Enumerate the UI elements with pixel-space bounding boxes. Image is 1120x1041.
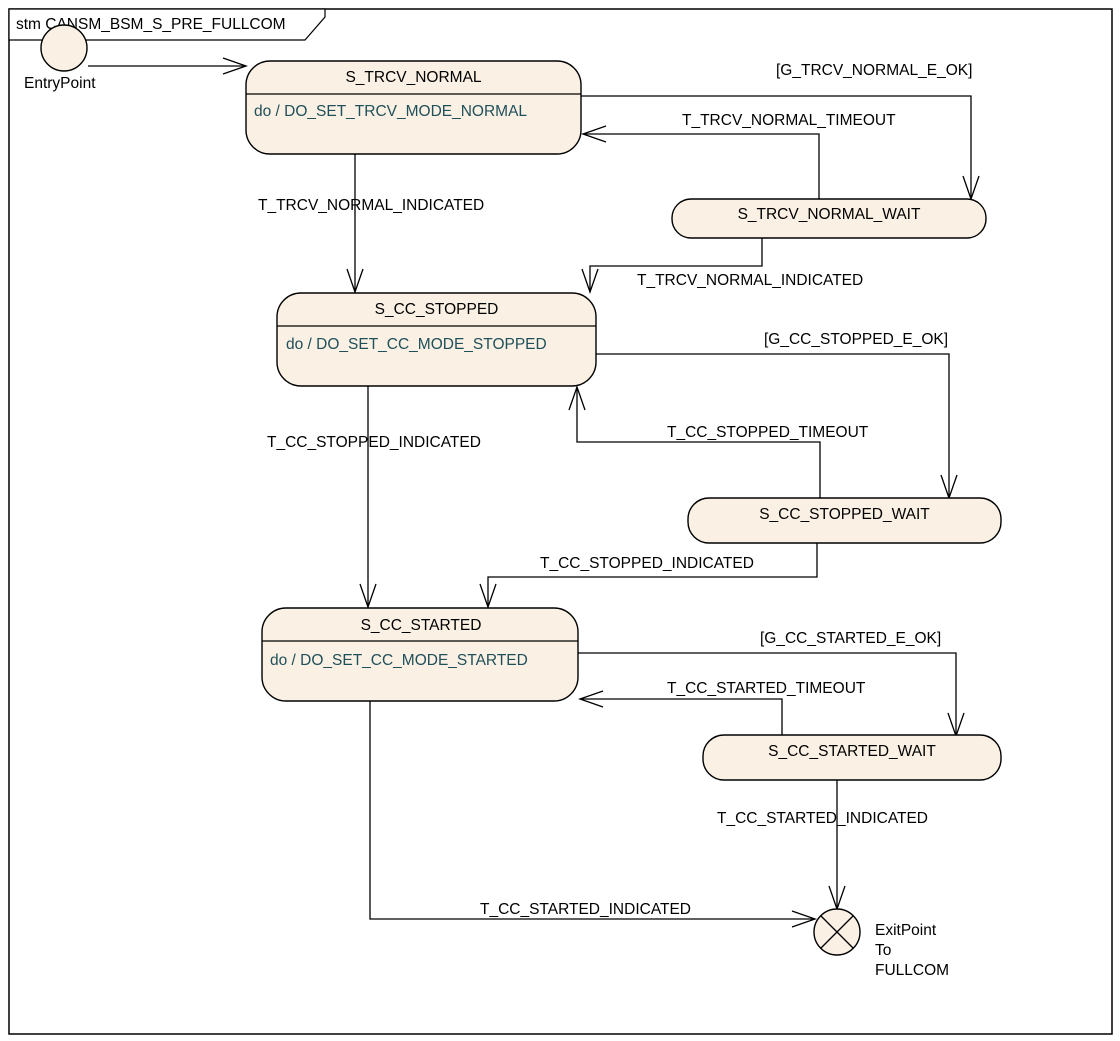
edge-g-cc-stopped-e-ok: [596, 353, 950, 498]
state-name: S_CC_STARTED_WAIT: [768, 743, 936, 760]
frame-title: stm CANSM_BSM_S_PRE_FULLCOM: [16, 16, 286, 33]
state-name: S_CC_STOPPED_WAIT: [759, 506, 930, 523]
state-name: S_CC_STOPPED: [375, 301, 499, 318]
state-s-cc-started[interactable]: S_CC_STARTED do / DO_SET_CC_MODE_STARTED: [261, 607, 579, 702]
label-t-trcv-normal-indicated: T_TRCV_NORMAL_INDICATED: [258, 197, 484, 214]
arrowhead: [578, 690, 604, 708]
arrowhead: [581, 125, 607, 143]
label-t-cc-started-indicated-wait: T_CC_STARTED_INDICATED: [717, 810, 928, 827]
label-g-cc-stopped-e-ok: [G_CC_STOPPED_E_OK]: [764, 331, 948, 348]
exit-point-label-line-2: To: [875, 942, 891, 959]
label-t-trcv-normal-timeout: T_TRCV_NORMAL_TIMEOUT: [682, 112, 896, 129]
entry-point-label: EntryPoint: [24, 75, 96, 92]
frame-title-tab: [8, 8, 326, 41]
state-activity: do / DO_SET_TRCV_MODE_NORMAL: [254, 103, 527, 120]
state-name: S_TRCV_NORMAL: [345, 69, 481, 86]
edge-t-trcv-normal-timeout: [583, 133, 820, 199]
exit-point[interactable]: [813, 908, 861, 956]
state-box: [245, 60, 582, 155]
edge-g-trcv-normal-e-ok: [581, 95, 972, 199]
arrowhead: [791, 910, 817, 928]
label-t-cc-started-timeout: T_CC_STARTED_TIMEOUT: [667, 680, 866, 697]
arrowhead: [346, 268, 364, 294]
state-s-trcv-normal[interactable]: S_TRCV_NORMAL do / DO_SET_TRCV_MODE_NORM…: [245, 60, 582, 155]
state-box: [687, 497, 1002, 544]
label-g-cc-started-e-ok: [G_CC_STARTED_E_OK]: [760, 630, 941, 647]
state-s-cc-started-wait[interactable]: S_CC_STARTED_WAIT: [702, 734, 1002, 781]
label-t-cc-stopped-indicated-wait: T_CC_STOPPED_INDICATED: [540, 555, 754, 572]
state-s-trcv-normal-wait[interactable]: S_TRCV_NORMAL_WAIT: [671, 198, 987, 239]
state-activity: do / DO_SET_CC_MODE_STARTED: [270, 652, 528, 669]
exit-cross-line: [820, 915, 854, 949]
state-s-cc-stopped[interactable]: S_CC_STOPPED do / DO_SET_CC_MODE_STOPPED: [276, 292, 597, 387]
state-s-cc-stopped-wait[interactable]: S_CC_STOPPED_WAIT: [687, 497, 1002, 544]
edge-t-trcv-normal-indicated-wait: [589, 238, 763, 292]
state-name: S_TRCV_NORMAL_WAIT: [738, 206, 921, 223]
edge-t-cc-stopped-timeout: [576, 387, 821, 498]
arrowhead: [479, 583, 497, 609]
arrowhead: [222, 57, 248, 75]
state-box: [702, 734, 1002, 781]
exit-point-label-line-3: FULLCOM: [875, 962, 949, 979]
state-activity: do / DO_SET_CC_MODE_STOPPED: [286, 336, 547, 353]
label-t-trcv-normal-indicated-wait: T_TRCV_NORMAL_INDICATED: [637, 272, 863, 289]
entry-point[interactable]: [40, 24, 88, 72]
label-g-trcv-normal-e-ok: [G_TRCV_NORMAL_E_OK]: [776, 62, 972, 79]
exit-point-label-line-1: ExitPoint: [875, 922, 937, 939]
transition-edges: [88, 57, 980, 928]
state-box: [671, 198, 987, 239]
edge-g-cc-started-e-ok: [578, 652, 957, 736]
edge-t-cc-stopped-indicated-wait: [487, 543, 818, 607]
label-t-cc-stopped-indicated: T_CC_STOPPED_INDICATED: [267, 434, 481, 451]
arrowhead: [581, 268, 599, 294]
label-t-cc-stopped-timeout: T_CC_STOPPED_TIMEOUT: [667, 424, 869, 441]
state-name: S_CC_STARTED: [361, 617, 482, 634]
transition-labels: [G_TRCV_NORMAL_E_OK] T_TRCV_NORMAL_TIMEO…: [258, 62, 972, 918]
arrowhead: [359, 583, 377, 609]
state-box: [276, 292, 597, 387]
arrowhead: [568, 385, 586, 411]
label-t-cc-started-indicated: T_CC_STARTED_INDICATED: [480, 901, 691, 918]
edge-t-cc-started-indicated: [369, 701, 815, 920]
state-box: [261, 607, 579, 702]
edge-t-cc-started-timeout: [580, 698, 783, 735]
